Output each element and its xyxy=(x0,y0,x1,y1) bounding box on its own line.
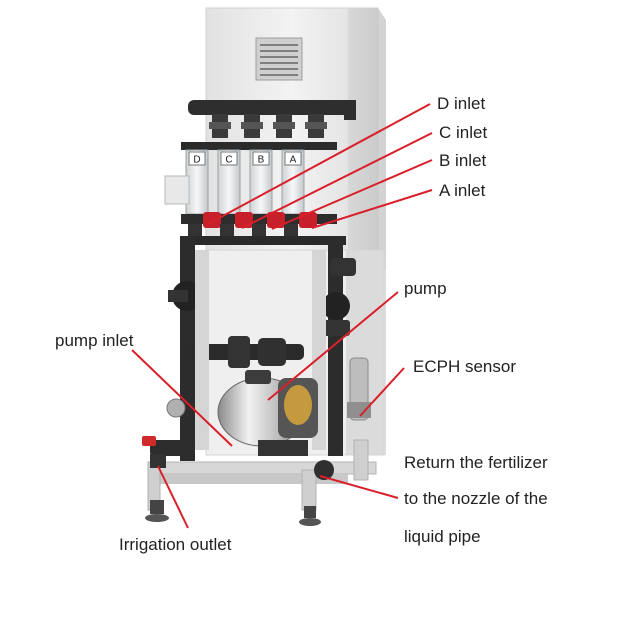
label-c-inlet: C inlet xyxy=(439,123,488,142)
tank-tag-a: A xyxy=(290,155,297,166)
tank-tag-c: C xyxy=(225,155,232,166)
leader-d-inlet xyxy=(207,103,431,225)
top-manifold xyxy=(188,100,356,138)
label-return-line-2: to the nozzle of the xyxy=(404,489,548,508)
label-ecph-sensor: ECPH sensor xyxy=(413,357,516,376)
leader-ecph-sensor xyxy=(359,367,405,417)
leader-lines xyxy=(131,103,433,529)
tank-tag-b: B xyxy=(258,155,265,166)
leader-pump xyxy=(267,291,399,401)
label-pump-inlet: pump inlet xyxy=(55,331,134,350)
label-pump: pump xyxy=(404,279,447,298)
leader-c-inlet xyxy=(241,132,433,229)
label-return-line-1: Return the fertilizer xyxy=(404,453,548,472)
leader-pump-inlet xyxy=(131,349,233,447)
label-d-inlet: D inlet xyxy=(437,94,486,113)
tank-tag-d: D xyxy=(193,155,200,166)
pump xyxy=(217,370,318,456)
label-b-inlet: B inlet xyxy=(439,151,487,170)
label-irrigation-outlet: Irrigation outlet xyxy=(119,535,232,554)
leader-a-inlet xyxy=(311,189,433,229)
ecph-sensor xyxy=(166,357,371,421)
leader-return xyxy=(319,475,399,499)
piping xyxy=(168,236,356,461)
label-return-line-3: liquid pipe xyxy=(404,527,481,546)
leader-b-inlet xyxy=(271,159,433,230)
leader-irrigation-outlet xyxy=(157,465,189,529)
label-a-inlet: A inlet xyxy=(439,181,486,200)
tank-tags: D C B A xyxy=(188,151,302,166)
irrigation-outlet xyxy=(142,436,334,480)
vent-grille xyxy=(255,37,303,81)
